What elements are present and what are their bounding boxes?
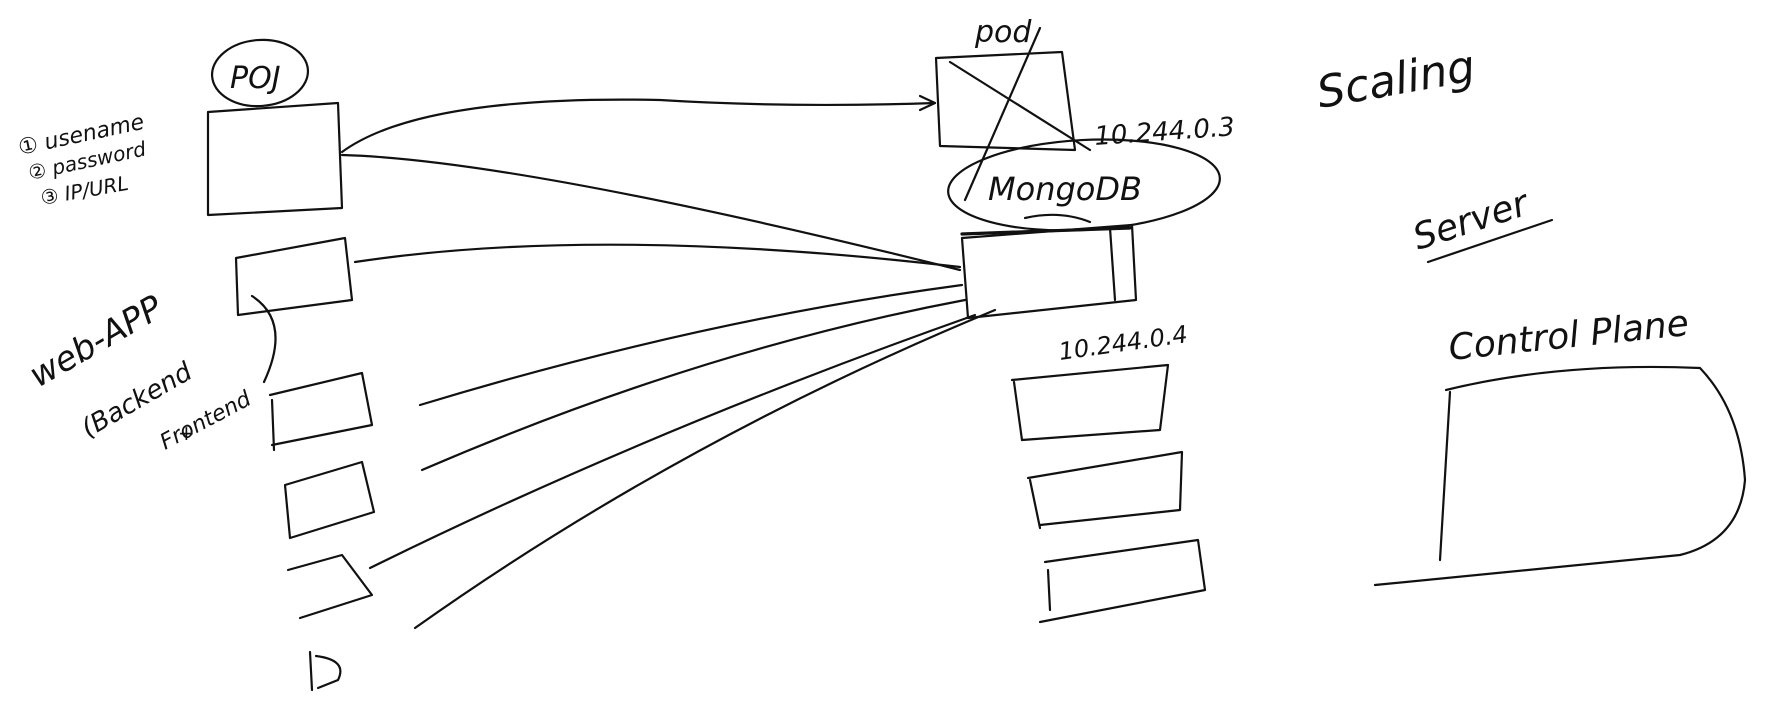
mongodb-underline <box>1023 213 1092 224</box>
arrowhead <box>918 94 937 112</box>
pod-box-left-3 <box>286 553 374 620</box>
db-pod-box-edge <box>1108 226 1117 302</box>
webapp-bracket <box>250 294 277 384</box>
pod-box-crossed <box>934 50 1077 152</box>
cross-line-1 <box>948 60 1092 152</box>
pod-box-right-3 <box>1038 538 1207 624</box>
plus-sign: + <box>178 421 195 445</box>
connection-main-db <box>340 153 962 272</box>
pod-box-right-1-edge <box>1012 380 1024 442</box>
connection-left3-db <box>368 313 977 570</box>
pod-box-left-1 <box>268 371 374 447</box>
pod-box-right-2-edge <box>1028 478 1042 530</box>
ip-db: 10.244.0.4 <box>1057 320 1189 366</box>
connection-to-pod <box>340 98 937 154</box>
pod-box-left-4 <box>308 650 342 692</box>
control-plane-left-edge <box>1438 390 1452 562</box>
pod-box-left-2 <box>283 460 376 540</box>
connection-webapp-db <box>353 243 962 269</box>
pod-box-right-3-edge <box>1046 568 1052 612</box>
control-plane-label: Control Plane <box>1447 303 1691 369</box>
connection-left4-db <box>413 308 997 630</box>
connection-left1-db <box>418 283 964 407</box>
connection-left2-db <box>420 298 967 472</box>
server-underline <box>1426 218 1554 264</box>
pod-label-left: POJ <box>230 61 281 96</box>
pod-label-right: pod <box>974 15 1032 50</box>
pod-box-right-2 <box>1026 450 1184 527</box>
webapp-box <box>234 236 354 317</box>
pod-box-right-1 <box>1010 363 1170 442</box>
pod-box-main <box>206 101 344 217</box>
db-pod-box-top-thick <box>960 226 1132 236</box>
pod-box-left-1-edge <box>270 398 276 452</box>
scaling-label: Scaling <box>1313 41 1479 119</box>
control-plane-box <box>1373 365 1747 587</box>
cross-line-2 <box>963 26 1042 202</box>
pod-label-bubble <box>210 38 310 108</box>
mongodb-label: MongoDB <box>988 170 1142 208</box>
